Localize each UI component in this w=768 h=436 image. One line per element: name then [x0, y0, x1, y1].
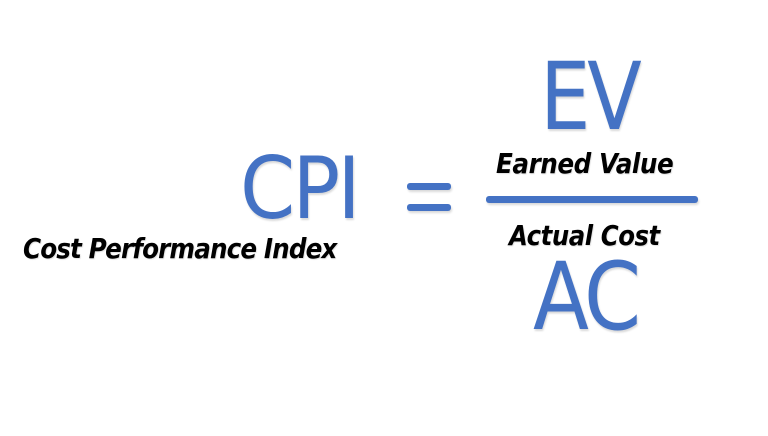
equals-bar-bottom: [407, 204, 451, 211]
fraction-line: [486, 196, 698, 203]
ac-symbol: AC: [533, 243, 641, 352]
equals-bar-top: [407, 183, 451, 190]
ev-description: Earned Value: [496, 147, 674, 180]
ac-description: Actual Cost: [509, 219, 660, 252]
ev-symbol: EV: [540, 43, 642, 152]
cpi-description: Cost Performance Index: [23, 232, 337, 265]
cpi-symbol: CPI: [240, 139, 361, 239]
